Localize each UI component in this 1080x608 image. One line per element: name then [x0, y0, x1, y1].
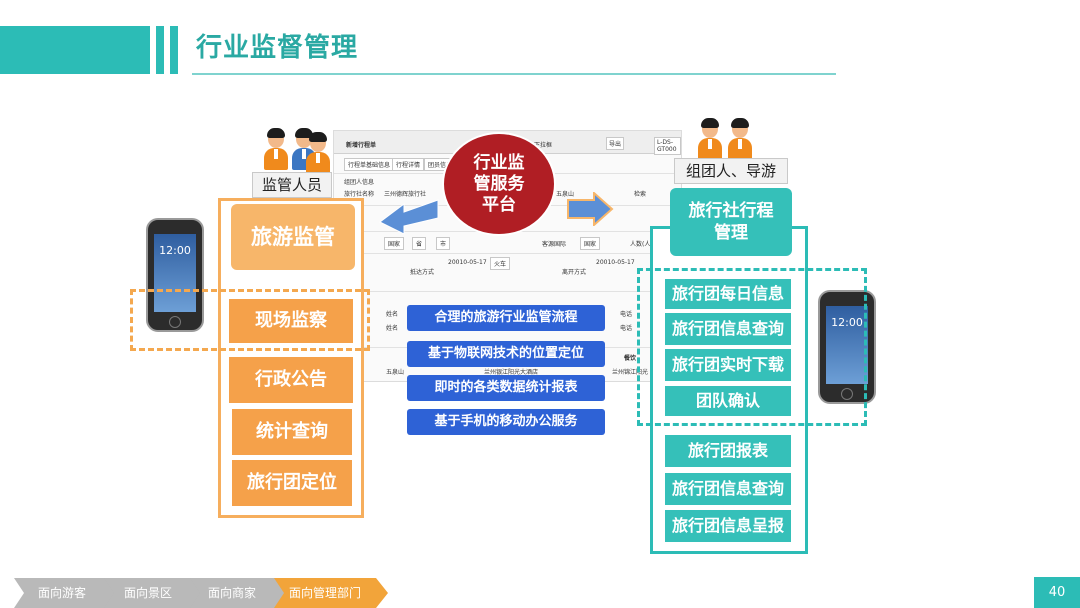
screenshot-label: 客源国际 [542, 241, 567, 248]
itinerary-header: 旅行社行程管理 [670, 188, 792, 256]
screenshot-label: 旅行社名称 [344, 191, 375, 198]
screenshot-label: 导出 [606, 137, 625, 150]
screenshot-label: 兰州银江阳光大酒店 [484, 369, 539, 376]
screenshot-divider [334, 253, 681, 254]
nav-item-merchants[interactable]: 面向商家 [207, 586, 256, 600]
screenshot-label: 20010-05-17 [596, 259, 635, 266]
person-icon [306, 132, 330, 178]
right-item-team-confirm: 团队确认 [664, 385, 792, 417]
screenshot-select: 国家 [384, 237, 405, 250]
dashed-highlight [130, 289, 370, 351]
feature-label: 合理的旅游行业监管流程 [407, 305, 605, 331]
mobile-phone-icon: 12:00 [146, 218, 204, 332]
feature-label: 即时的各类数据统计报表 [407, 375, 605, 401]
right-item-submit: 旅行团信息呈报 [664, 509, 792, 543]
page-title: 行业监督管理 [196, 33, 359, 63]
screenshot-label: 20010-05-17 [448, 259, 487, 266]
screenshot-tab: 行程详情 [392, 158, 425, 171]
screenshot-select: 市 [436, 237, 451, 250]
right-item-info-query: 旅行团信息查询 [664, 312, 792, 346]
left-item-group-location: 旅行团定位 [231, 459, 353, 507]
screenshot-select: 火车 [490, 257, 511, 270]
guide-tag: 组团人、导游 [674, 158, 788, 184]
screenshot-label: 兰州锦江阳光 [612, 369, 649, 376]
screenshot-label: 电话 [620, 311, 633, 318]
feature-label: 基于手机的移动办公服务 [407, 409, 605, 435]
screenshot-header: 新增行程单 [346, 142, 377, 149]
right-item-realtime-download: 旅行团实时下载 [664, 348, 792, 382]
supervision-header: 旅游监管 [231, 204, 355, 270]
header-underline [192, 73, 836, 75]
supervisor-tag: 监管人员 [252, 172, 332, 198]
bottom-nav-shapes [14, 578, 388, 608]
phone-clock: 12:00 [831, 316, 863, 329]
platform-circle: 行业监 管服务 平台 [444, 134, 554, 234]
person-icon [728, 118, 752, 164]
nav-item-scenic[interactable]: 面向景区 [123, 586, 172, 600]
header-stripe [156, 26, 164, 74]
screenshot-select: 省 [412, 237, 427, 250]
right-item-report: 旅行团报表 [664, 434, 792, 468]
arrow-right-icon [567, 192, 614, 226]
screenshot-select: 国家 [580, 237, 601, 250]
page-number: 40 [1034, 577, 1080, 608]
platform-text-line2: 管服务 [473, 173, 525, 194]
screenshot-label: 餐饮 [624, 355, 637, 362]
screenshot-label: 五泉山 [386, 369, 405, 376]
platform-text-line3: 平台 [482, 194, 516, 215]
screenshot-label: 姓名 [386, 325, 399, 332]
screenshot-label: 组团人信息 [344, 179, 375, 186]
header-stripe [170, 26, 178, 74]
nav-item-management[interactable]: 面向管理部门 [288, 586, 361, 600]
screenshot-label: 电话 [620, 325, 633, 332]
platform-text-line1: 行业监 [473, 152, 525, 173]
screenshot-divider [334, 291, 681, 292]
screenshot-label: 离开方式 [562, 269, 587, 276]
left-item-statistics: 统计查询 [231, 408, 353, 456]
feature-label: 基于物联网技术的位置定位 [407, 341, 605, 367]
arrow-left-icon [379, 199, 439, 235]
screenshot-label: 检索 [634, 191, 647, 198]
screenshot-label: 抵达方式 [410, 269, 435, 276]
left-item-onsite-inspection: 现场监察 [228, 298, 354, 344]
screenshot-label: 五泉山 [556, 191, 575, 198]
screenshot-label: 三州德辉旅行社 [384, 191, 427, 198]
right-item-info-query-2: 旅行团信息查询 [664, 472, 792, 506]
screenshot-label: L-DS-GT000 [654, 137, 681, 155]
person-icon [264, 128, 288, 174]
screenshot-tab: 行程单基础信息 [344, 158, 395, 171]
left-item-announcement: 行政公告 [228, 356, 354, 404]
person-icon [698, 118, 722, 164]
itinerary-header-text: 旅行社行程管理 [688, 201, 774, 243]
screenshot-label: 姓名 [386, 311, 399, 318]
screenshot-label: 下拉框 [534, 142, 553, 149]
dashed-highlight [637, 268, 867, 426]
header-accent-bar [0, 26, 150, 74]
phone-clock: 12:00 [159, 244, 191, 257]
nav-item-tourists[interactable]: 面向游客 [37, 586, 86, 600]
right-item-daily-info: 旅行团每日信息 [664, 278, 792, 310]
screenshot-label: 人数(人) [630, 241, 653, 248]
